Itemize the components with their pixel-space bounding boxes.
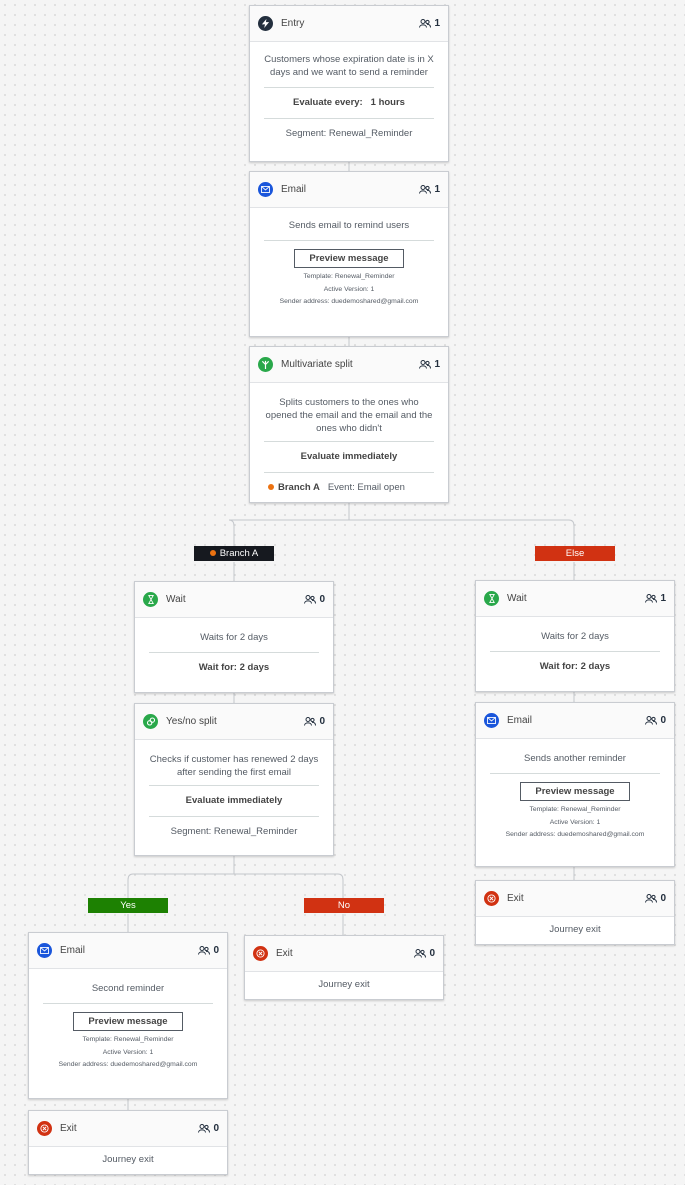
people-icon [645,894,658,903]
exit-icon [484,891,499,906]
branch-dot-icon [209,550,216,557]
wait-duration: Wait for: 2 days [539,661,611,672]
exit-node[interactable]: Exit 0 Journey exit [244,935,444,1000]
segment-label: Segment: Renewal_Reminder [285,128,413,139]
participant-count: 0 [198,1123,219,1134]
exit-icon [253,946,268,961]
yes-no-icon [143,714,158,729]
participant-count: 1 [645,593,666,604]
branch-a-label: Branch A [194,546,274,561]
node-title: Email [281,184,307,195]
multivariate-split-node[interactable]: Multivariate split 1 Splits customers to… [249,346,449,503]
participant-count: 0 [304,716,325,727]
no-label: No [304,898,384,913]
people-icon [419,360,432,369]
split-icon [258,357,273,372]
node-description: Sends another reminder [524,753,626,764]
sender-label: Sender address: duedemoshared@gmail.com [505,831,645,838]
branch-row: Branch A Event: Email open [264,479,434,497]
envelope-icon [37,943,52,958]
evaluate-frequency: Evaluate every: 1 hours [293,97,405,108]
node-description: Second reminder [91,983,165,994]
preview-message-button[interactable]: Preview message [294,249,404,268]
participant-count: 0 [304,594,325,605]
people-icon [304,595,317,604]
template-label: Template: Renewal_Reminder [529,806,621,813]
yes-no-split-node[interactable]: Yes/no split 0 Checks if customer has re… [134,703,334,856]
journey-exit-label: Journey exit [318,979,370,990]
people-icon [419,185,432,194]
envelope-icon [484,713,499,728]
evaluate-label: Evaluate immediately [300,451,398,462]
node-title: Yes/no split [166,716,217,727]
sender-label: Sender address: duedemoshared@gmail.com [58,1061,198,1068]
node-title: Email [60,945,86,956]
version-label: Active Version: 1 [549,818,601,826]
people-icon [414,949,427,958]
node-description: Sends email to remind users [288,220,410,231]
envelope-icon [258,182,273,197]
participant-count: 0 [198,945,219,956]
exit-node[interactable]: Exit 0 Journey exit [28,1110,228,1175]
entry-node[interactable]: Entry 1 Customers whose expiration date … [249,5,449,162]
wait-node[interactable]: Wait 1 Waits for 2 days Wait for: 2 days [475,580,675,692]
hourglass-icon [484,591,499,606]
participant-count: 1 [419,359,440,370]
node-title: Exit [276,948,293,959]
node-description: Customers whose expiration date is in X … [264,54,434,78]
lightning-icon [258,16,273,31]
participant-count: 0 [414,948,435,959]
node-title: Exit [60,1123,77,1134]
participant-count: 1 [419,184,440,195]
people-icon [645,716,658,725]
email-node[interactable]: Email 0 Sends another reminder Preview m… [475,702,675,867]
participant-count: 0 [645,893,666,904]
sender-label: Sender address: duedemoshared@gmail.com [279,298,419,305]
people-icon [304,717,317,726]
journey-exit-label: Journey exit [102,1154,154,1165]
node-description: Waits for 2 days [541,631,609,642]
node-title: Multivariate split [281,359,353,370]
email-node[interactable]: Email 1 Sends email to remind users Prev… [249,171,449,337]
wait-duration: Wait for: 2 days [198,662,270,673]
hourglass-icon [143,592,158,607]
else-label: Else [535,546,615,561]
node-title: Wait [166,594,186,605]
node-title: Exit [507,893,524,904]
people-icon [198,1124,211,1133]
people-icon [645,594,658,603]
node-description: Splits customers to the ones who opened … [265,397,433,434]
node-description: Waits for 2 days [200,632,268,643]
template-label: Template: Renewal_Reminder [303,273,395,280]
wait-node[interactable]: Wait 0 Waits for 2 days Wait for: 2 days [134,581,334,693]
exit-icon [37,1121,52,1136]
exit-node[interactable]: Exit 0 Journey exit [475,880,675,945]
email-node[interactable]: Email 0 Second reminder Preview message … [28,932,228,1099]
evaluate-label: Evaluate immediately [185,795,283,806]
preview-message-button[interactable]: Preview message [520,782,630,801]
branch-dot-icon [268,484,274,491]
people-icon [198,946,211,955]
node-title: Email [507,715,533,726]
node-title: Wait [507,593,527,604]
version-label: Active Version: 1 [323,285,375,293]
version-label: Active Version: 1 [102,1048,154,1056]
yes-label: Yes [88,898,168,913]
people-icon [419,19,432,28]
node-description: Checks if customer has renewed 2 days af… [149,754,319,778]
journey-exit-label: Journey exit [549,924,601,935]
participant-count: 0 [645,715,666,726]
preview-message-button[interactable]: Preview message [73,1012,183,1031]
segment-label: Segment: Renewal_Reminder [170,826,298,837]
node-title: Entry [281,18,305,29]
template-label: Template: Renewal_Reminder [82,1036,174,1043]
participant-count: 1 [419,18,440,29]
